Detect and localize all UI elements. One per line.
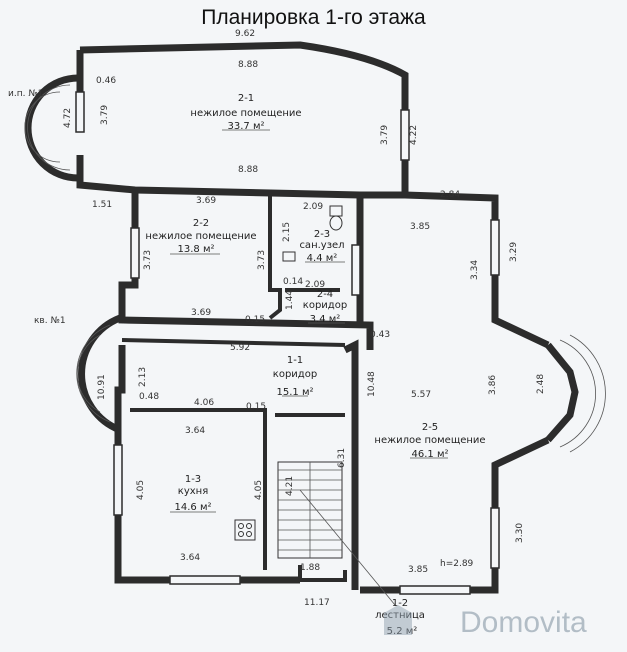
room-2-3-area: 4.4 м² bbox=[307, 253, 338, 264]
dim: 3.64 bbox=[185, 426, 205, 436]
dim: 10.48 bbox=[367, 371, 377, 397]
dim: 9.62 bbox=[235, 29, 255, 39]
dim: 0.43 bbox=[370, 330, 390, 340]
dim: 3.34 bbox=[470, 260, 480, 280]
staircase bbox=[277, 461, 396, 606]
room-2-3-number: 2-3 bbox=[314, 229, 330, 240]
dim: 4.05 bbox=[136, 480, 146, 500]
bay-window-ip1 bbox=[24, 74, 79, 182]
dim: 2.15 bbox=[282, 222, 292, 242]
stove-icon bbox=[234, 519, 256, 541]
room-1-3-name: кухня bbox=[178, 486, 208, 497]
dim: 3.69 bbox=[191, 308, 211, 318]
room-1-1-area: 15.1 м² bbox=[277, 387, 314, 398]
room-2-5-name: нежилое помещение bbox=[374, 435, 485, 446]
room-2-5-number: 2-5 bbox=[422, 422, 438, 433]
room-2-1-number: 2-1 bbox=[238, 93, 254, 104]
dim: 2.48 bbox=[536, 374, 546, 394]
dim: 10.91 bbox=[97, 374, 107, 400]
dim: 3.30 bbox=[515, 523, 525, 543]
dim: 3.73 bbox=[143, 250, 153, 270]
room-2-4-area: 3.4 м² bbox=[310, 314, 341, 325]
room-2-4-number: 2-4 bbox=[317, 289, 333, 300]
dim: 3.85 bbox=[408, 565, 428, 575]
toilet-icon bbox=[329, 205, 343, 231]
sink-icon bbox=[282, 251, 296, 262]
dim: 0.46 bbox=[96, 76, 116, 86]
dim: 0.14 bbox=[283, 277, 303, 287]
windows bbox=[75, 91, 500, 595]
label-kv1: кв. №1 bbox=[34, 316, 66, 326]
watermark: Domovita bbox=[384, 605, 587, 639]
room-2-4-name: коридор bbox=[303, 300, 347, 311]
room-1-2-number: 1-2 bbox=[392, 598, 408, 609]
dim: 3.79 bbox=[100, 105, 110, 125]
dim: 3.64 bbox=[180, 553, 200, 563]
room-2-1-area: 33.7 м² bbox=[228, 121, 265, 132]
label-ip1: и.п. №1 bbox=[8, 89, 43, 99]
dim: 3.79 bbox=[380, 125, 390, 145]
dim: 0.48 bbox=[139, 392, 159, 402]
dim: 3.69 bbox=[196, 196, 216, 206]
room-2-2-name: нежилое помещение bbox=[145, 231, 256, 242]
dim: 2.09 bbox=[305, 280, 325, 290]
dim: 6.31 bbox=[337, 448, 347, 468]
dim: 1.44 bbox=[285, 290, 295, 310]
dim: 4.21 bbox=[285, 476, 295, 496]
dim: 3.86 bbox=[488, 375, 498, 395]
dim: 3.29 bbox=[509, 242, 519, 262]
dimensions: 9.62 8.88 8.88 0.46 4.72 3.79 3.79 4.22 … bbox=[63, 29, 546, 608]
dim: 4.72 bbox=[63, 108, 73, 128]
room-1-3-number: 1-3 bbox=[185, 474, 201, 485]
dim: 11.17 bbox=[304, 598, 330, 608]
watermark-text: Domovita bbox=[460, 606, 587, 639]
room-2-3-name: сан.узел bbox=[299, 240, 344, 251]
room-1-1-name: коридор bbox=[273, 369, 317, 380]
dim: 4.06 bbox=[194, 398, 214, 408]
bay-window-room25 bbox=[545, 334, 606, 453]
room-2-2-number: 2-2 bbox=[193, 218, 209, 229]
dim: 2.84 bbox=[440, 190, 460, 200]
bay-window-kv1 bbox=[76, 314, 122, 434]
room-2-1-name: нежилое помещение bbox=[190, 108, 301, 119]
room-1-3-area: 14.6 м² bbox=[175, 502, 212, 513]
dim: 0.15 bbox=[246, 402, 266, 412]
dim: 3.85 bbox=[410, 222, 430, 232]
plan-title: Планировка 1-го этажа bbox=[201, 6, 426, 29]
dim: 4.05 bbox=[254, 480, 264, 500]
dim: 1.51 bbox=[92, 200, 112, 210]
dim: 4.22 bbox=[409, 125, 419, 145]
dim: 8.88 bbox=[238, 60, 258, 70]
dim: 2.13 bbox=[138, 367, 148, 387]
area-underlines bbox=[170, 129, 448, 513]
dim: 8.88 bbox=[238, 165, 258, 175]
dim: 0.15 bbox=[245, 315, 265, 325]
dim: 3.73 bbox=[257, 250, 267, 270]
room-2-2-area: 13.8 м² bbox=[178, 244, 215, 255]
label-height: h=2.89 bbox=[440, 559, 474, 569]
dim: 5.57 bbox=[411, 390, 431, 400]
room-1-1-number: 1-1 bbox=[287, 355, 303, 366]
dim: 5.92 bbox=[230, 343, 250, 353]
dim: 2.09 bbox=[303, 202, 323, 212]
dim: 1.88 bbox=[300, 563, 320, 573]
room-2-5-area: 46.1 м² bbox=[412, 449, 449, 460]
